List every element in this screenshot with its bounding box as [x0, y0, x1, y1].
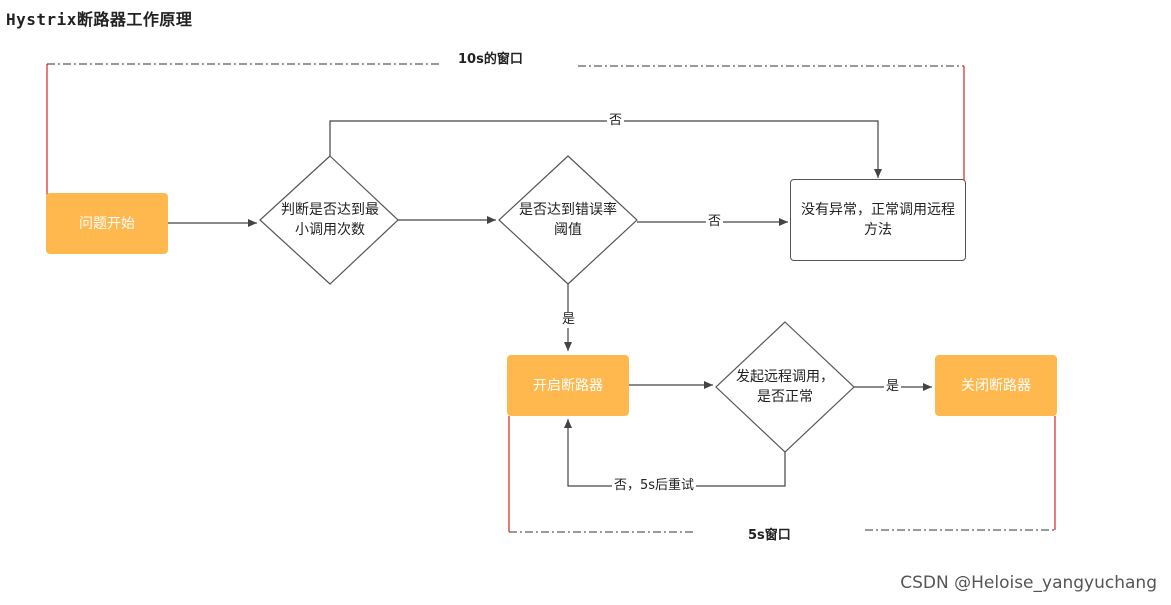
diamond-min-calls [259, 155, 399, 285]
edge-min-calls-no-top [329, 120, 882, 178]
node-open-breaker: 开启断路器 [507, 355, 629, 416]
edge-remote-no-retry [564, 419, 786, 487]
edge-label-yes-down: 是 [560, 312, 578, 328]
node-close-breaker: 关闭断路器 [935, 355, 1057, 416]
node-remote-call-check: 发起远程调用，是否正常 [736, 369, 834, 405]
edge-label-retry: 否，5s后重试 [612, 478, 697, 494]
node-start: 问题开始 [46, 193, 168, 254]
window-5s-label: 5s窗口 [748, 528, 791, 543]
page-title: Hystrix断路器工作原理 [6, 10, 193, 29]
watermark: CSDN @Heloise_yangyuchang [900, 573, 1157, 593]
edge-label-no-top: 否 [607, 113, 625, 129]
node-normal-call: 没有异常，正常调用远程方法 [790, 179, 966, 261]
node-check-error-rate: 是否达到错误率阈值 [519, 202, 617, 238]
node-check-min-calls: 判断是否达到最小调用次数 [281, 202, 379, 238]
edge-label-yes-right: 是 [884, 379, 902, 395]
window-10s-label: 10s的窗口 [458, 52, 523, 67]
edge-label-no-mid: 否 [706, 214, 724, 230]
